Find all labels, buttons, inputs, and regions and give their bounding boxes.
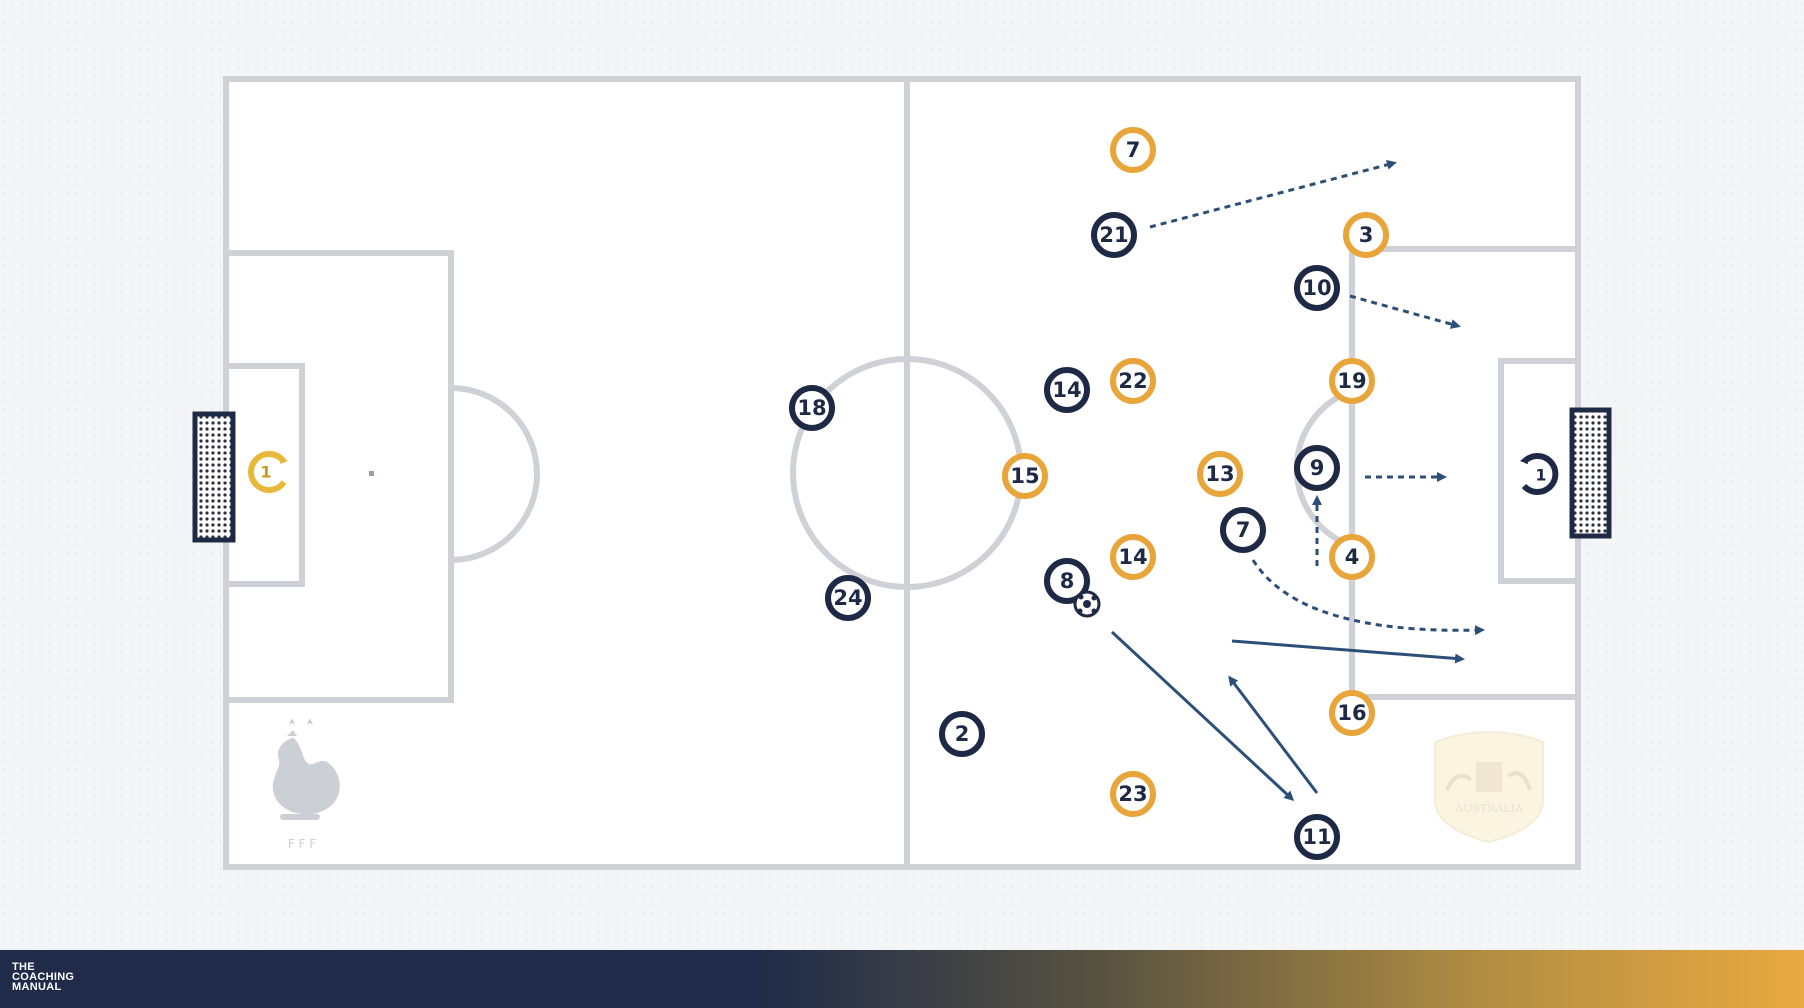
run-arrow-10 [1349,294,1461,329]
gold-player[interactable]: 13 [1197,451,1243,497]
brand-logo[interactable]: THE COACHING MANUAL [12,961,92,993]
right-crest-label: AUSTRALIA [1454,802,1524,815]
gold-player[interactable]: 23 [1110,771,1156,817]
left-goal [192,411,236,543]
navy-player[interactable]: 7 [1220,507,1266,553]
svg-text:2: 2 [955,722,970,746]
left-crest-label: F F F [288,837,316,851]
svg-text:16: 16 [1337,701,1366,725]
svg-text:11: 11 [1302,825,1331,849]
svg-text:1: 1 [260,463,271,482]
brand-line-3: MANUAL [12,981,62,993]
svg-text:7: 7 [1236,518,1251,542]
navy-player[interactable]: 18 [789,385,835,431]
navy-player[interactable]: 14 [1044,367,1090,413]
svg-text:3: 3 [1359,223,1374,247]
brand-line-2: COACHING [12,971,75,983]
gold-player[interactable]: 16 [1329,690,1375,736]
pass-arrow-through-ball [1231,639,1465,664]
goalkeeper-left[interactable]: 1 [248,451,288,493]
pitch-markings [223,76,1581,870]
navy-player[interactable]: 2 [939,711,985,757]
svg-text:13: 13 [1205,462,1234,486]
svg-text:21: 21 [1099,223,1128,247]
football-icon [1073,590,1101,618]
right-goal [1569,407,1612,539]
gold-player[interactable]: 14 [1110,534,1156,580]
svg-text:8: 8 [1060,569,1075,593]
svg-text:19: 19 [1337,369,1366,393]
pitch-outline [223,76,1581,870]
rooster-crest-icon: F F F [272,718,340,851]
navy-player[interactable]: 8 [1044,558,1090,604]
svg-text:14: 14 [1052,378,1081,402]
navy-player[interactable]: 9 [1294,445,1340,491]
run-arrow-21 [1149,159,1397,229]
svg-text:22: 22 [1118,369,1147,393]
players-layer: 21 10 18 14 9 7 8 24 2 11 7 3 22 19 15 1… [248,127,1559,860]
navy-player[interactable]: 11 [1294,814,1340,860]
australia-crest-icon: AUSTRALIA [1434,731,1544,844]
svg-text:23: 23 [1118,782,1147,806]
svg-text:15: 15 [1010,464,1039,488]
navy-player[interactable]: 24 [825,575,871,621]
pass-arrow-11-return [1228,675,1319,794]
gold-player[interactable]: 19 [1329,358,1375,404]
svg-text:24: 24 [833,586,862,610]
movement-arrows [1110,159,1485,802]
gold-player[interactable]: 15 [1002,453,1048,499]
gold-player[interactable]: 3 [1343,212,1389,258]
gold-player[interactable]: 7 [1110,127,1156,173]
gold-player[interactable]: 22 [1110,358,1156,404]
navy-player[interactable]: 10 [1294,265,1340,311]
brand-line-1: THE [12,961,35,973]
svg-text:1: 1 [1535,466,1546,485]
pass-arrow-8-to-11 [1110,630,1295,802]
svg-text:7: 7 [1126,138,1141,162]
svg-text:9: 9 [1310,456,1325,480]
svg-text:4: 4 [1345,545,1360,569]
left-penalty-spot [369,471,374,476]
footer-bar: THE COACHING MANUAL [0,950,1804,1008]
gold-player[interactable]: 4 [1329,534,1375,580]
svg-text:14: 14 [1118,545,1147,569]
goalkeeper-right[interactable]: 1 [1520,453,1559,495]
run-arrow-7 [1251,559,1485,636]
svg-text:18: 18 [797,396,826,420]
svg-text:10: 10 [1302,276,1331,300]
navy-player[interactable]: 21 [1091,212,1137,258]
left-penalty-arc [450,385,540,563]
